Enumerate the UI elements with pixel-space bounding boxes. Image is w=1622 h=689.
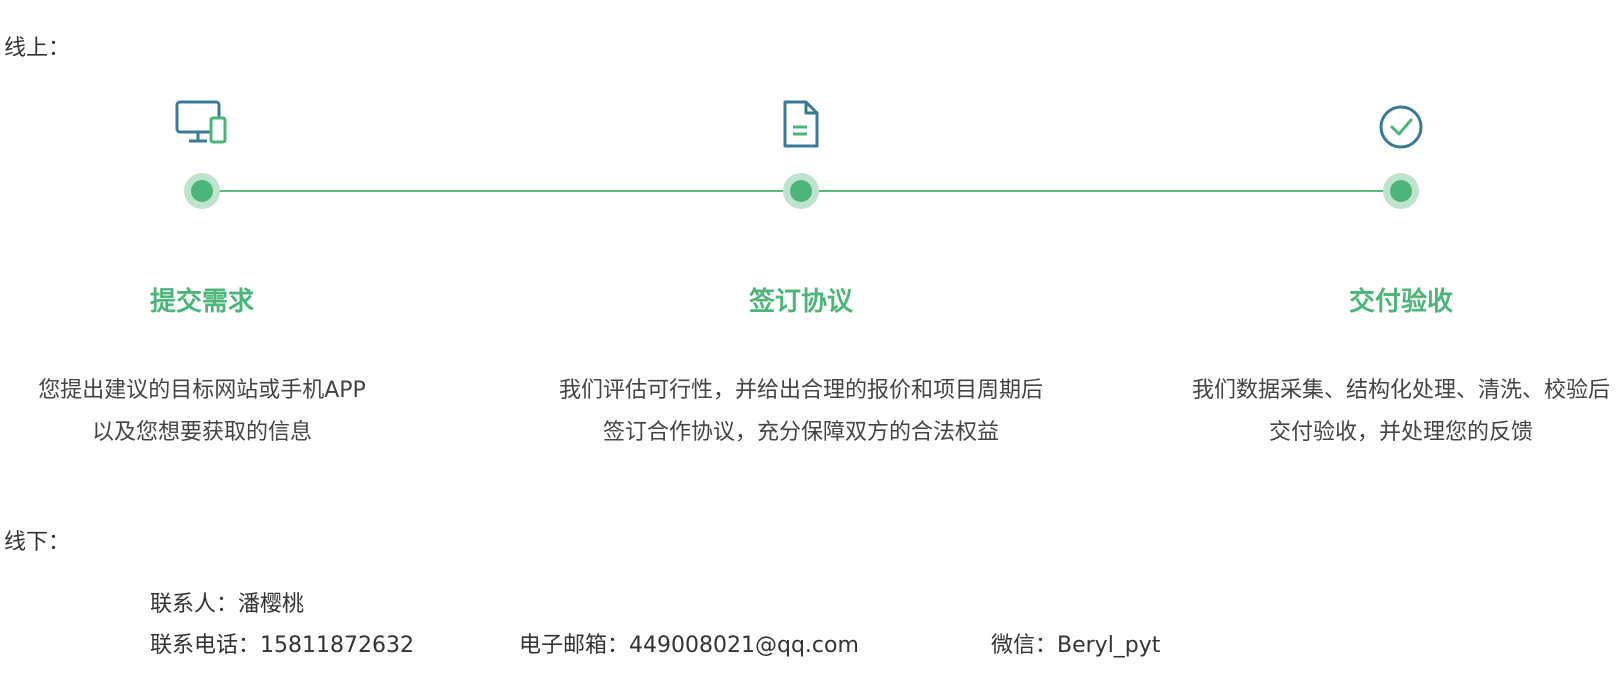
step-description-line: 签订合作协议，充分保障双方的合法权益 bbox=[602, 420, 999, 445]
step-description: 我们评估可行性，并给出合理的报价和项目周期后 签订合作协议，充分保障双方的合法权… bbox=[521, 370, 1081, 454]
online-section-label: 线上： bbox=[4, 36, 71, 61]
step-description-line: 交付验收，并处理您的反馈 bbox=[1268, 420, 1533, 445]
step-title: 交付验收 bbox=[1348, 287, 1453, 317]
step-title: 签订协议 bbox=[748, 287, 853, 317]
contact-person: 联系人：潘樱桃 bbox=[150, 592, 305, 617]
process-timeline: 提交需求 您提出建议的目标网站或手机APP 以及您想要获取的信息 签订协议 我们… bbox=[0, 0, 1622, 470]
timeline-dot bbox=[783, 173, 819, 209]
document-icon bbox=[774, 100, 828, 150]
step-title: 提交需求 bbox=[149, 287, 254, 317]
contact-email: 电子邮箱：449008021@qq.com bbox=[519, 633, 859, 658]
step-description-line: 以及您想要获取的信息 bbox=[91, 420, 312, 445]
step-sign-agreement: 签订协议 我们评估可行性，并给出合理的报价和项目周期后 签订合作协议，充分保障双… bbox=[521, 0, 1081, 470]
step-description-line: 您提出建议的目标网站或手机APP bbox=[38, 378, 366, 403]
check-circle-icon bbox=[1374, 100, 1428, 150]
step-description: 我们数据采集、结构化处理、清洗、校验后 交付验收，并处理您的反馈 bbox=[1121, 370, 1622, 454]
step-description: 您提出建议的目标网站或手机APP 以及您想要获取的信息 bbox=[0, 370, 482, 454]
step-description-line: 我们数据采集、结构化处理、清洗、校验后 bbox=[1191, 378, 1610, 403]
offline-section-label: 线下： bbox=[4, 530, 71, 555]
timeline-dot bbox=[184, 173, 220, 209]
step-submit-requirements: 提交需求 您提出建议的目标网站或手机APP 以及您想要获取的信息 bbox=[0, 0, 482, 470]
contact-wechat: 微信：Beryl_pyt bbox=[991, 633, 1161, 658]
step-delivery-acceptance: 交付验收 我们数据采集、结构化处理、清洗、校验后 交付验收，并处理您的反馈 bbox=[1121, 0, 1622, 470]
contact-phone: 联系电话：15811872632 bbox=[150, 633, 414, 658]
devices-icon bbox=[175, 100, 229, 150]
step-description-line: 我们评估可行性，并给出合理的报价和项目周期后 bbox=[558, 378, 1043, 403]
timeline-dot bbox=[1383, 173, 1419, 209]
